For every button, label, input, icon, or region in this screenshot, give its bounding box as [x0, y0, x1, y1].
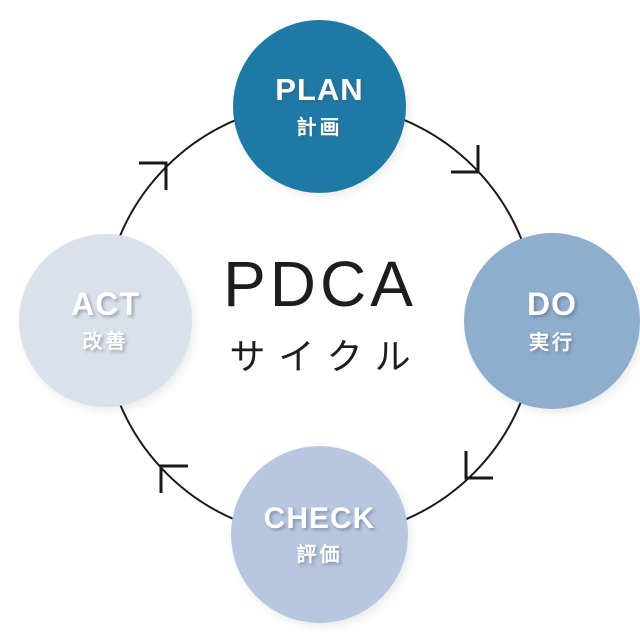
title-sub: サイクル	[229, 336, 424, 377]
node-plan: PLAN 計画	[233, 20, 406, 193]
node-do: DO 実行	[464, 233, 640, 409]
node-act-sublabel: 改善	[82, 331, 129, 354]
node-do-sublabel: 実行	[529, 331, 575, 354]
diagram-title: PDCA サイクル	[0, 252, 640, 380]
arrow-check-to-act-icon	[159, 464, 188, 493]
arrow-do-to-check-icon	[464, 451, 493, 480]
arrow-plan-to-do-icon	[451, 145, 480, 174]
node-act: ACT 改善	[19, 234, 192, 407]
node-plan-label: PLAN	[275, 72, 364, 108]
node-do-label: DO	[527, 286, 577, 323]
node-check-sublabel: 評価	[296, 544, 343, 566]
arrow-act-to-plan-icon	[139, 161, 168, 190]
node-act-label: ACT	[71, 285, 140, 322]
node-plan-sublabel: 計画	[296, 116, 343, 139]
node-check-label: CHECK	[263, 502, 376, 535]
title-main: PDCA	[223, 248, 417, 320]
node-check: CHECK 評価	[231, 446, 408, 623]
